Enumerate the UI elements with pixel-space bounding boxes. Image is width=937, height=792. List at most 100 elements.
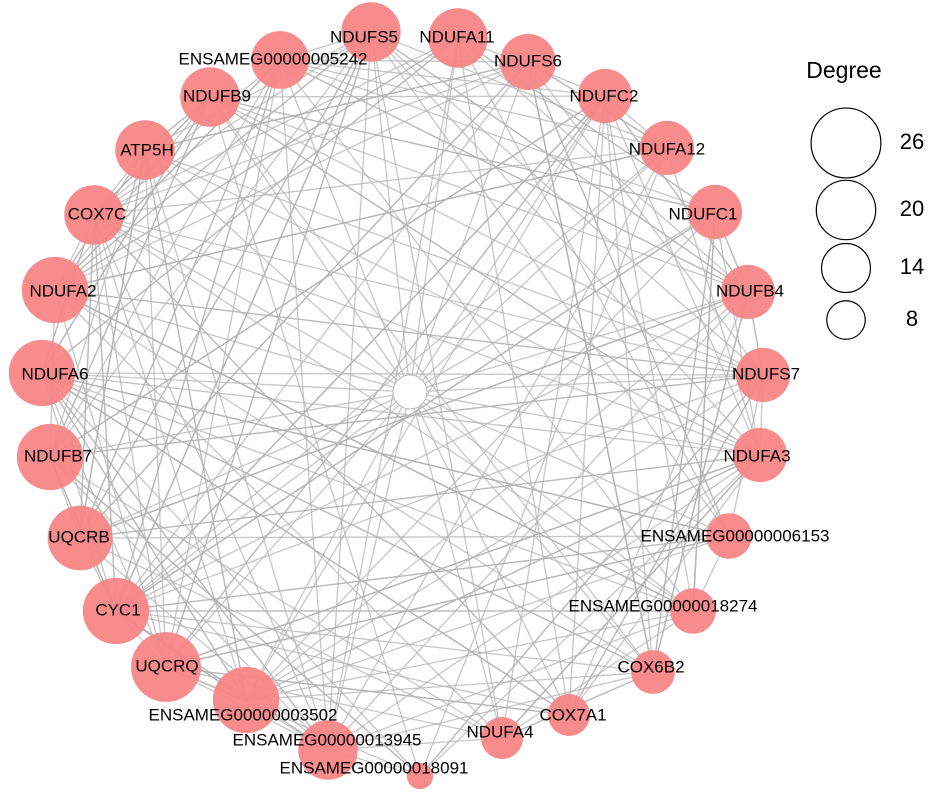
node-uqcrb[interactable]	[47, 505, 113, 571]
legend-label: 8	[906, 306, 918, 331]
node-label: NDUFC1	[669, 204, 738, 223]
edge	[604, 95, 654, 673]
node-ndufs6[interactable]	[500, 34, 556, 90]
node-cox6b2[interactable]	[631, 650, 675, 694]
node-ndufb7[interactable]	[16, 423, 84, 491]
edge	[49, 96, 211, 458]
legend-circle	[820, 242, 872, 294]
edge	[49, 149, 146, 458]
edge	[327, 610, 694, 751]
node-uqcrq[interactable]	[131, 632, 201, 702]
node-ensameg00000005242[interactable]	[251, 31, 309, 89]
hub-node[interactable]	[392, 374, 428, 410]
edge	[115, 391, 411, 612]
edge	[93, 214, 570, 716]
edge	[144, 149, 761, 456]
edge	[49, 456, 503, 739]
node-ensameg00000018091[interactable]	[406, 762, 434, 790]
node-label: NDUFA2	[29, 281, 96, 300]
legend-label: 20	[900, 196, 924, 221]
edge	[370, 31, 668, 149]
node-cyc1[interactable]	[82, 577, 150, 645]
edge	[79, 391, 411, 539]
edge	[93, 214, 247, 701]
edge	[209, 96, 716, 213]
edge	[409, 391, 570, 716]
edge	[41, 372, 654, 673]
edge	[209, 96, 654, 673]
edge	[409, 291, 749, 393]
node-ensameg00000006153[interactable]	[706, 513, 752, 559]
edge	[327, 31, 372, 751]
edge	[93, 214, 411, 393]
edge	[409, 391, 694, 612]
edge	[115, 31, 372, 612]
node-ensameg00000013945[interactable]	[298, 720, 358, 780]
node-label: NDUFS6	[494, 51, 562, 70]
edge	[144, 149, 247, 701]
node-label: ATP5H	[120, 140, 174, 159]
edge	[41, 96, 211, 374]
node-ndufs7[interactable]	[735, 347, 791, 403]
edge	[144, 149, 411, 393]
edge	[115, 374, 764, 612]
edge	[165, 535, 730, 668]
edge	[49, 59, 281, 458]
node-label: ENSAMEG00000018274	[568, 596, 757, 615]
node-ndufc1[interactable]	[687, 184, 743, 240]
edge	[370, 31, 730, 537]
node-ndufc2[interactable]	[577, 68, 633, 124]
edge	[144, 149, 764, 376]
edge	[93, 147, 668, 216]
edge	[165, 666, 421, 777]
edge	[41, 372, 694, 612]
edge	[527, 61, 654, 673]
node-atp5h[interactable]	[115, 120, 175, 180]
edge	[409, 391, 654, 673]
node-ensameg00000018274[interactable]	[670, 588, 716, 634]
node-ndufs5[interactable]	[341, 2, 401, 62]
edge	[245, 374, 764, 701]
node-ndufa11[interactable]	[428, 8, 488, 68]
edge	[209, 96, 764, 376]
edge	[279, 59, 329, 751]
node-label: NDUFB4	[716, 281, 784, 300]
edge	[41, 372, 730, 537]
edge	[49, 456, 329, 751]
edge	[409, 374, 764, 393]
node-label: ENSAMEG00000006153	[640, 526, 829, 545]
node-label: NDUFS7	[732, 364, 800, 383]
node-ndufa4[interactable]	[481, 717, 523, 759]
node-ndufa2[interactable]	[21, 256, 89, 324]
legend-circle	[815, 179, 877, 241]
node-ndufa12[interactable]	[639, 120, 695, 176]
edge	[245, 291, 749, 701]
node-ndufa6[interactable]	[8, 339, 76, 407]
edge	[209, 96, 749, 293]
edge	[165, 95, 606, 668]
legend-label: 14	[900, 254, 924, 279]
node-ndufb4[interactable]	[720, 264, 776, 320]
node-cox7a1[interactable]	[548, 694, 590, 736]
edge	[165, 454, 761, 668]
edge	[279, 59, 716, 213]
node-cox7c[interactable]	[64, 185, 124, 245]
edge	[79, 149, 146, 539]
edge	[419, 147, 668, 777]
node-ndufa3[interactable]	[732, 427, 788, 483]
edge	[327, 147, 668, 751]
edge	[327, 671, 654, 751]
nodes	[8, 2, 791, 790]
edge	[279, 59, 529, 63]
edge	[54, 147, 668, 291]
node-ensameg00000003502[interactable]	[212, 666, 280, 734]
node-ndufb9[interactable]	[180, 67, 240, 127]
edge	[209, 96, 421, 777]
legend-circle	[810, 107, 882, 179]
node-label: COX7A1	[539, 705, 606, 724]
edge	[54, 289, 654, 673]
edge	[79, 535, 730, 539]
edge	[41, 372, 570, 716]
node-label: COX6B2	[617, 657, 684, 676]
